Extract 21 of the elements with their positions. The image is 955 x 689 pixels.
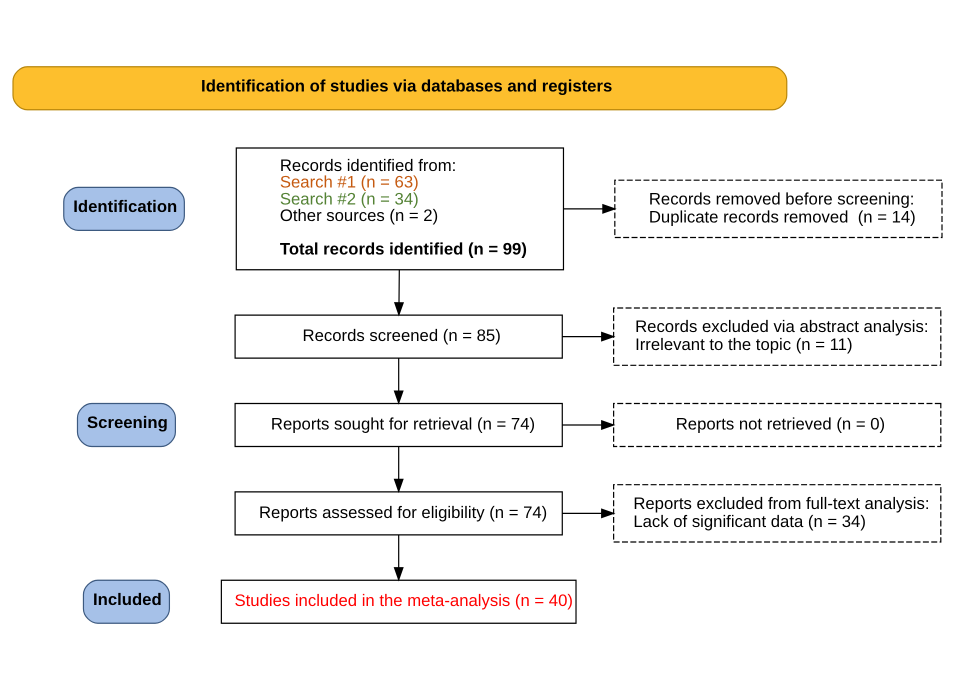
node-box: Identification (63, 186, 185, 230)
node-box: Records excluded via abstract analysis: Irrelevant to the topic (n = 11) (613, 306, 942, 366)
arrow (394, 269, 404, 316)
node-box: Records identified from: Search #1 (n = 63) Search #2 (n = 34) Other sources (n = 2) Total records identified (n = 99) (236, 146, 564, 270)
arrow (562, 419, 616, 430)
node-box: Reports excluded from full-text analysis: Lack of significant data (n = 34) (613, 484, 942, 542)
node-box: Records removed before screening: Duplicate records removed (n = 14) (614, 179, 943, 238)
node-box: Studies included in the meta-analysis (n = 40) (220, 579, 577, 624)
node-box: Reports assessed for eligibility (n = 74) (234, 490, 563, 535)
node-box: Records screened (n = 85) (234, 314, 563, 358)
node-box: Reports not retrieved (n = 0) (613, 402, 942, 447)
arrow (394, 358, 404, 404)
node-box: Identification of studies via databases and registers (12, 66, 788, 110)
arrow (564, 203, 617, 214)
arrow (394, 534, 404, 582)
arrow (562, 508, 616, 518)
node-box: Included (82, 579, 170, 624)
node-box: Reports sought for retrieval (n = 74) (234, 402, 563, 447)
node-box: Screening (76, 402, 176, 447)
arrow (562, 331, 616, 342)
arrow (394, 446, 404, 493)
